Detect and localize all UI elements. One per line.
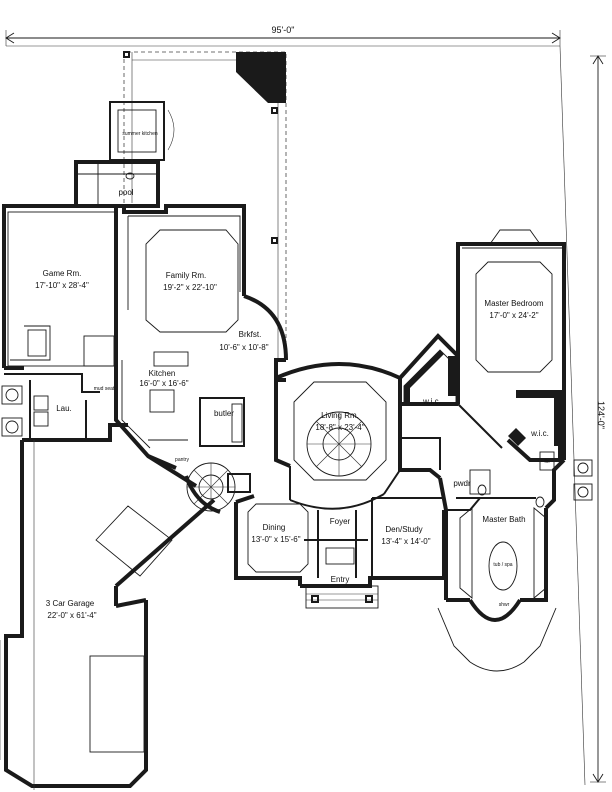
master-bedroom-label: Master Bedroom	[484, 299, 543, 308]
living-room-size: 18'-8" x 23'-4"	[315, 423, 364, 432]
family-room: Family Rm. 19'-2" x 22'-10"	[127, 215, 241, 333]
outdoor-leisure-area	[123, 51, 287, 360]
entry-label: Entry	[331, 575, 350, 584]
foyer-label: Foyer	[330, 517, 351, 526]
dining-size: 13'-0" x 15'-6"	[251, 535, 300, 544]
master-bath: Master Bath tub / spa shwr	[459, 496, 547, 608]
foyer: Foyer Entry	[325, 517, 355, 584]
walk-in-closet-1: w.i.c.	[403, 349, 457, 406]
den-label: Den/Study	[385, 525, 422, 534]
pool-label: pool	[118, 188, 133, 197]
den-size: 13'-4" x 14'-0"	[381, 537, 430, 546]
kitchen-size: 16'-0" x 16'-6"	[139, 379, 188, 388]
depth-dimension: 124'-0"	[590, 55, 606, 783]
garage-size: 22'-0" x 61'-4"	[47, 611, 96, 620]
laundry-label: Lau.	[56, 404, 72, 413]
master-wing-walls	[398, 229, 566, 672]
breakfast-nook: Brkfst. 10'-6" x 10'-8"	[219, 330, 268, 352]
pwdr-label: pwdr	[453, 479, 471, 488]
breakfast-label: Brkfst.	[239, 330, 262, 339]
butler-pantry: butler	[199, 397, 245, 447]
lin-label: lin	[544, 459, 549, 465]
width-dimension: 95'-0"	[5, 25, 561, 46]
width-label: 95'-0"	[272, 25, 295, 35]
center-walls	[234, 362, 446, 609]
summer-kitchen: summer kitchen	[109, 101, 165, 161]
garage-label: 3 Car Garage	[46, 599, 95, 608]
game-room-label: Game Rm.	[43, 269, 82, 278]
kitchen-label: Kitchen	[149, 369, 176, 378]
house-walls	[0, 204, 288, 788]
family-room-label: Family Rm.	[166, 271, 206, 280]
depth-label: 124'-0"	[596, 401, 606, 429]
den-study: Den/Study 13'-4" x 14'-0"	[381, 525, 430, 546]
living-room: Living Rm. 18'-8" x 23'-4"	[293, 381, 387, 481]
breakfast-size: 10'-6" x 10'-8"	[219, 343, 268, 352]
garage: 3 Car Garage 22'-0" x 61'-4"	[33, 440, 173, 790]
kitchen: Kitchen 16'-0" x 16'-6"	[83, 335, 201, 449]
powder-room: pwdr	[453, 469, 491, 496]
butler-label: butler	[214, 409, 234, 418]
game-room-size: 17'-10" x 28'-4"	[35, 281, 89, 290]
exterior-ac-units	[1, 385, 593, 501]
pantry-and-stair: pantry	[175, 457, 251, 514]
living-room-label: Living Rm.	[321, 411, 359, 420]
master-bath-label: Master Bath	[482, 515, 525, 524]
walk-in-closet-2: w.i.c.	[506, 390, 562, 462]
wic-2-label: w.i.c.	[530, 429, 549, 438]
laundry: Lau. mud seat	[33, 386, 115, 427]
pantry-label: pantry	[175, 457, 189, 463]
game-room: Game Rm. 17'-10" x 28'-4"	[7, 211, 117, 367]
wic-1-label: w.i.c.	[422, 397, 441, 406]
summer-kitchen-label: summer kitchen	[122, 131, 158, 137]
dining-room: Dining 13'-0" x 15'-6"	[247, 503, 309, 573]
family-room-size: 19'-2" x 22'-10"	[163, 283, 217, 292]
master-bedroom-size: 17'-0" x 24'-2"	[489, 311, 538, 320]
shower-label: shwr	[499, 602, 510, 608]
tub-label: tub / spa	[493, 562, 512, 568]
master-bedroom: Master Bedroom 17'-0" x 24'-2"	[462, 247, 562, 373]
linen-closet: lin	[539, 451, 555, 471]
dining-label: Dining	[263, 523, 286, 532]
mud-seat-label: mud seat	[94, 386, 115, 392]
pool-bath: pool	[74, 160, 160, 208]
